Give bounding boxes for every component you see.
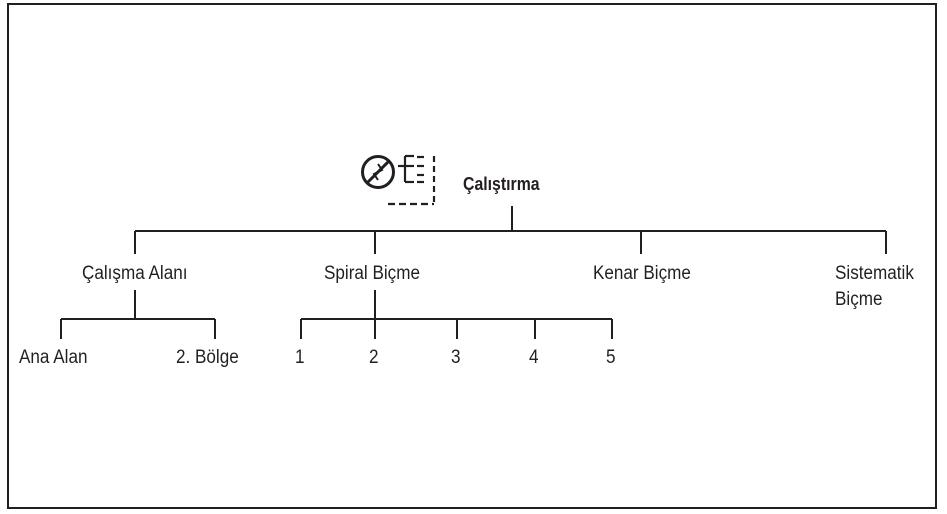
node-sistematik-bicme-line1: Sistematik	[835, 263, 914, 284]
menu-list-icon	[388, 154, 436, 206]
blade-disabled-icon	[361, 155, 395, 189]
node-kenar-bicme: Kenar Biçme	[593, 263, 691, 284]
root-label: Çalıştırma	[463, 174, 540, 194]
node-spiral-3: 3	[451, 347, 461, 368]
node-ana-alan: Ana Alan	[19, 347, 88, 368]
diagram-frame	[7, 3, 937, 509]
node-spiral-bicme: Spiral Biçme	[324, 263, 420, 284]
node-spiral-2: 2	[369, 347, 379, 368]
node-spiral-5: 5	[606, 347, 616, 368]
node-sistematik-bicme-line2: Biçme	[835, 289, 883, 310]
node-spiral-1: 1	[295, 347, 305, 368]
node-calisma-alani: Çalışma Alanı	[82, 263, 188, 284]
node-2-bolge: 2. Bölge	[176, 347, 239, 368]
node-spiral-4: 4	[529, 347, 539, 368]
